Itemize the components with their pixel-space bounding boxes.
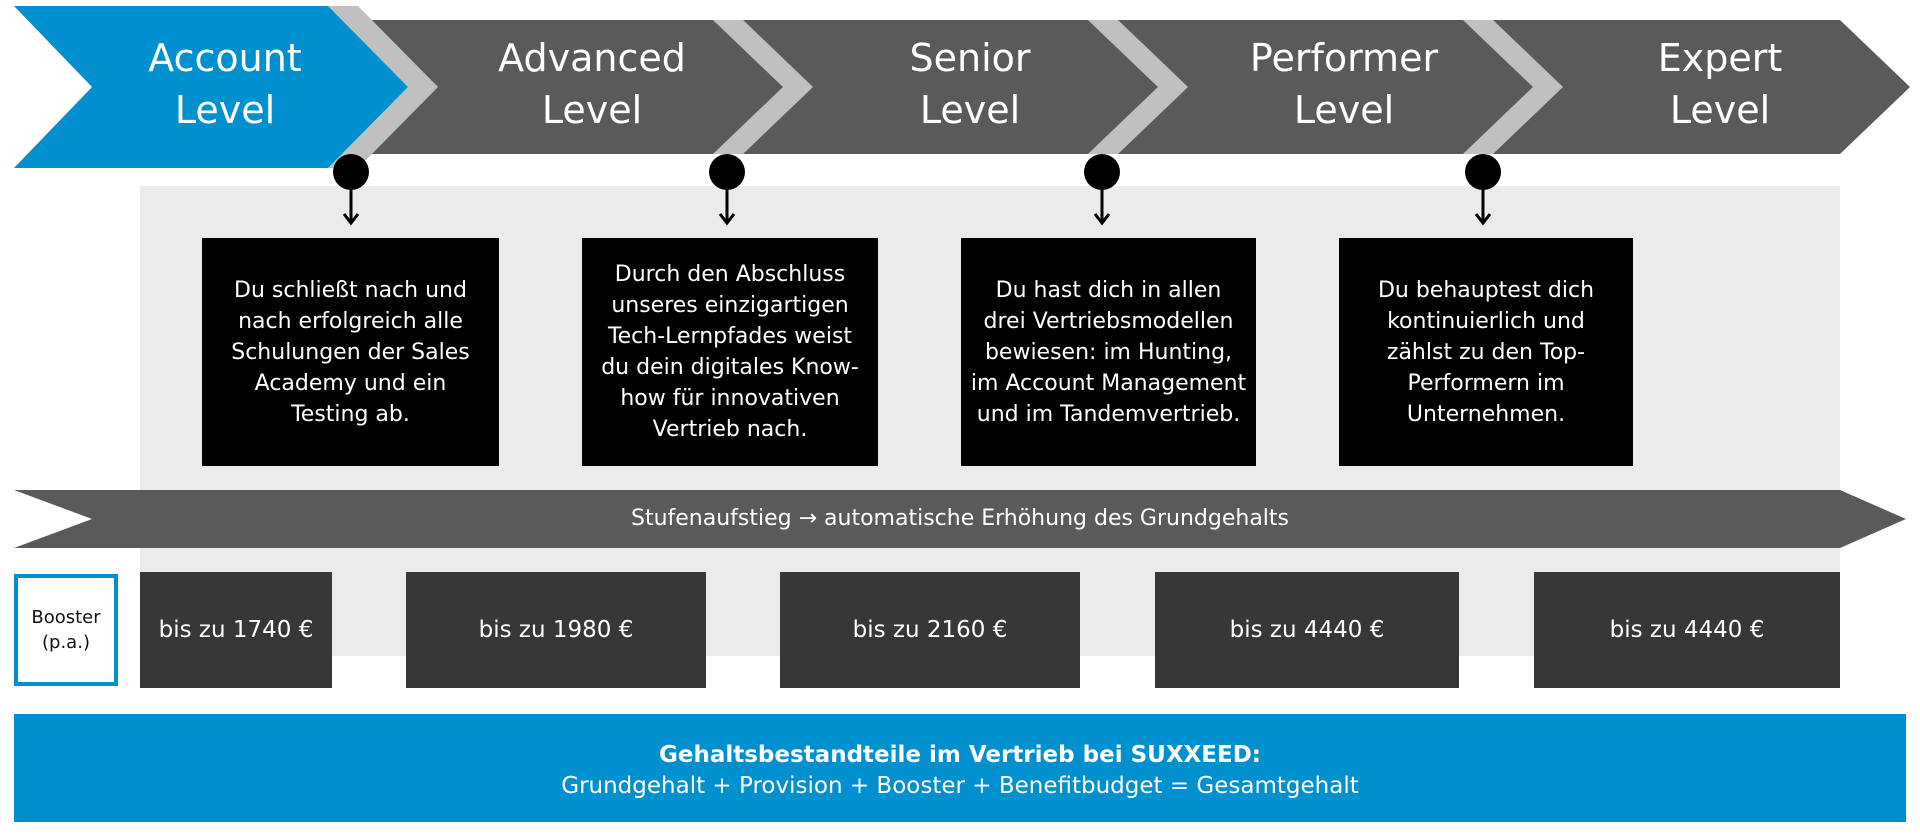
footer-title: Gehaltsbestandteile im Vertrieb bei SUXX… (658, 742, 1262, 768)
chevron-performer-level (1110, 6, 1570, 168)
pin-4-icon (1465, 154, 1501, 234)
chevron-expert-level (1486, 6, 1910, 168)
description-senior-level: Du hast dich in allen drei Vertriebsmode… (961, 238, 1256, 466)
booster-label: Booster (p.a.) (14, 574, 118, 686)
booster-amount-account: bis zu 1740 € (140, 572, 332, 688)
description-account-level: Du schließt nach und nach erfolgreich al… (202, 238, 499, 466)
description-advanced-level: Durch den Abschluss unseres einzigartige… (582, 238, 878, 466)
description-performer-level: Du behauptest dich kontinuierlich und zä… (1339, 238, 1633, 466)
chevron-account-level (14, 6, 454, 168)
chevron-advanced-level (360, 6, 820, 168)
booster-amount-senior: bis zu 2160 € (780, 572, 1080, 688)
footer-formula: Grundgehalt + Provision + Booster + Bene… (561, 773, 1359, 799)
pin-2-icon (709, 154, 745, 234)
pin-1-icon (333, 154, 369, 234)
salary-components-footer: Gehaltsbestandteile im Vertrieb bei SUXX… (14, 714, 1906, 822)
pin-3-icon (1084, 154, 1120, 234)
salary-increase-arrow (14, 490, 1906, 548)
booster-amount-expert: bis zu 4440 € (1534, 572, 1840, 688)
booster-amount-advanced: bis zu 1980 € (406, 572, 706, 688)
booster-amount-performer: bis zu 4440 € (1155, 572, 1459, 688)
salary-increase-text: Stufenaufstieg → automatische Erhöhung d… (630, 506, 1289, 531)
chevron-senior-level (735, 6, 1195, 168)
